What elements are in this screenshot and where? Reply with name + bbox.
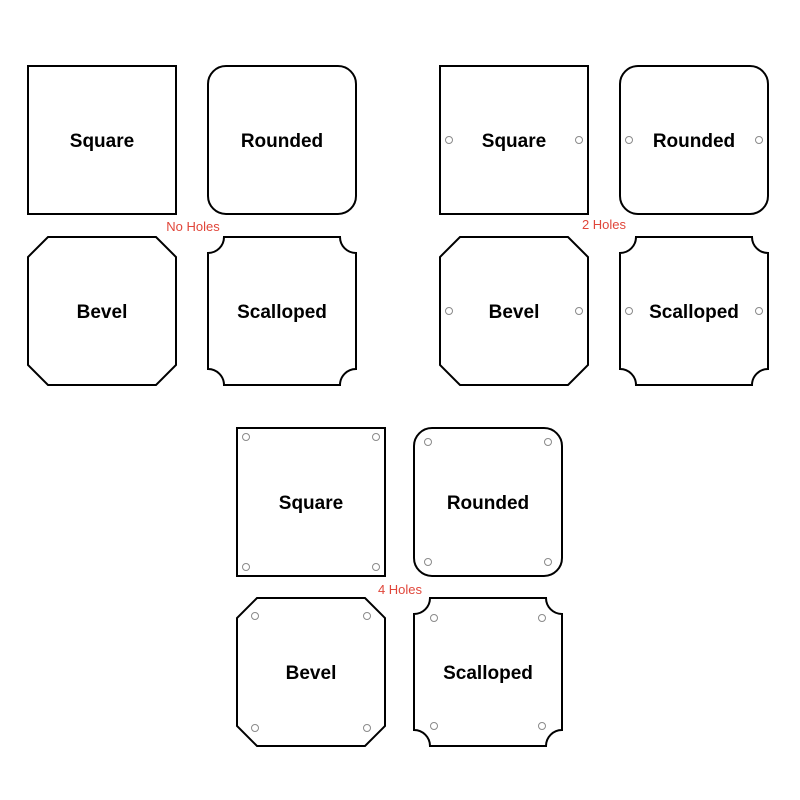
bevel-panel-outline [27,236,177,386]
scalloped-label: Scalloped [237,302,327,323]
scalloped-panel-outline [413,597,563,747]
bevel-label: Bevel [286,663,337,684]
scalloped-panel: Scalloped [413,597,563,747]
mounting-hole [372,433,380,441]
mounting-hole [575,307,583,315]
mounting-hole [363,724,371,732]
mounting-hole [445,136,453,144]
square-panel-outline [439,65,589,215]
bevel-label: Bevel [77,302,128,323]
square-panel-outline [27,65,177,215]
mounting-hole [575,136,583,144]
square-panel: Square [27,65,177,215]
group-label: 4 Holes [378,582,423,597]
mounting-hole [424,438,432,446]
scalloped-label: Scalloped [443,663,533,684]
mounting-hole [755,136,763,144]
bevel-panel: Bevel [27,236,177,386]
mounting-hole [372,563,380,571]
rounded-label: Rounded [241,131,323,152]
bevel-panel: Bevel [236,597,386,747]
mounting-hole [544,438,552,446]
rounded-panel-outline [413,427,563,577]
mounting-hole [251,612,259,620]
rounded-label: Rounded [447,493,529,514]
mounting-hole [242,563,250,571]
bevel-panel-outline [236,597,386,747]
scalloped-panel: Scalloped [207,236,357,386]
mounting-hole [242,433,250,441]
rounded-panel: Rounded [619,65,769,215]
scalloped-panel-outline [207,236,357,386]
mounting-hole [538,722,546,730]
mounting-hole [625,307,633,315]
mounting-hole [430,614,438,622]
mounting-hole [424,558,432,566]
rounded-panel-outline [207,65,357,215]
square-label: Square [70,131,134,152]
square-label: Square [279,493,343,514]
group-label: 2 Holes [582,217,627,232]
bevel-label: Bevel [489,302,540,323]
rounded-panel: Rounded [207,65,357,215]
mounting-hole [625,136,633,144]
scalloped-panel-outline [619,236,769,386]
square-panel: Square [236,427,386,577]
square-panel-outline [236,427,386,577]
mounting-hole [430,722,438,730]
mounting-hole [363,612,371,620]
square-panel: Square [439,65,589,215]
mounting-hole [544,558,552,566]
mounting-hole [755,307,763,315]
mounting-hole [445,307,453,315]
group-label: No Holes [166,219,220,234]
rounded-panel: Rounded [413,427,563,577]
rounded-label: Rounded [653,131,735,152]
scalloped-panel: Scalloped [619,236,769,386]
mounting-hole [538,614,546,622]
bevel-panel-outline [439,236,589,386]
square-label: Square [482,131,546,152]
bevel-panel: Bevel [439,236,589,386]
rounded-panel-outline [619,65,769,215]
scalloped-label: Scalloped [649,302,739,323]
mounting-hole [251,724,259,732]
